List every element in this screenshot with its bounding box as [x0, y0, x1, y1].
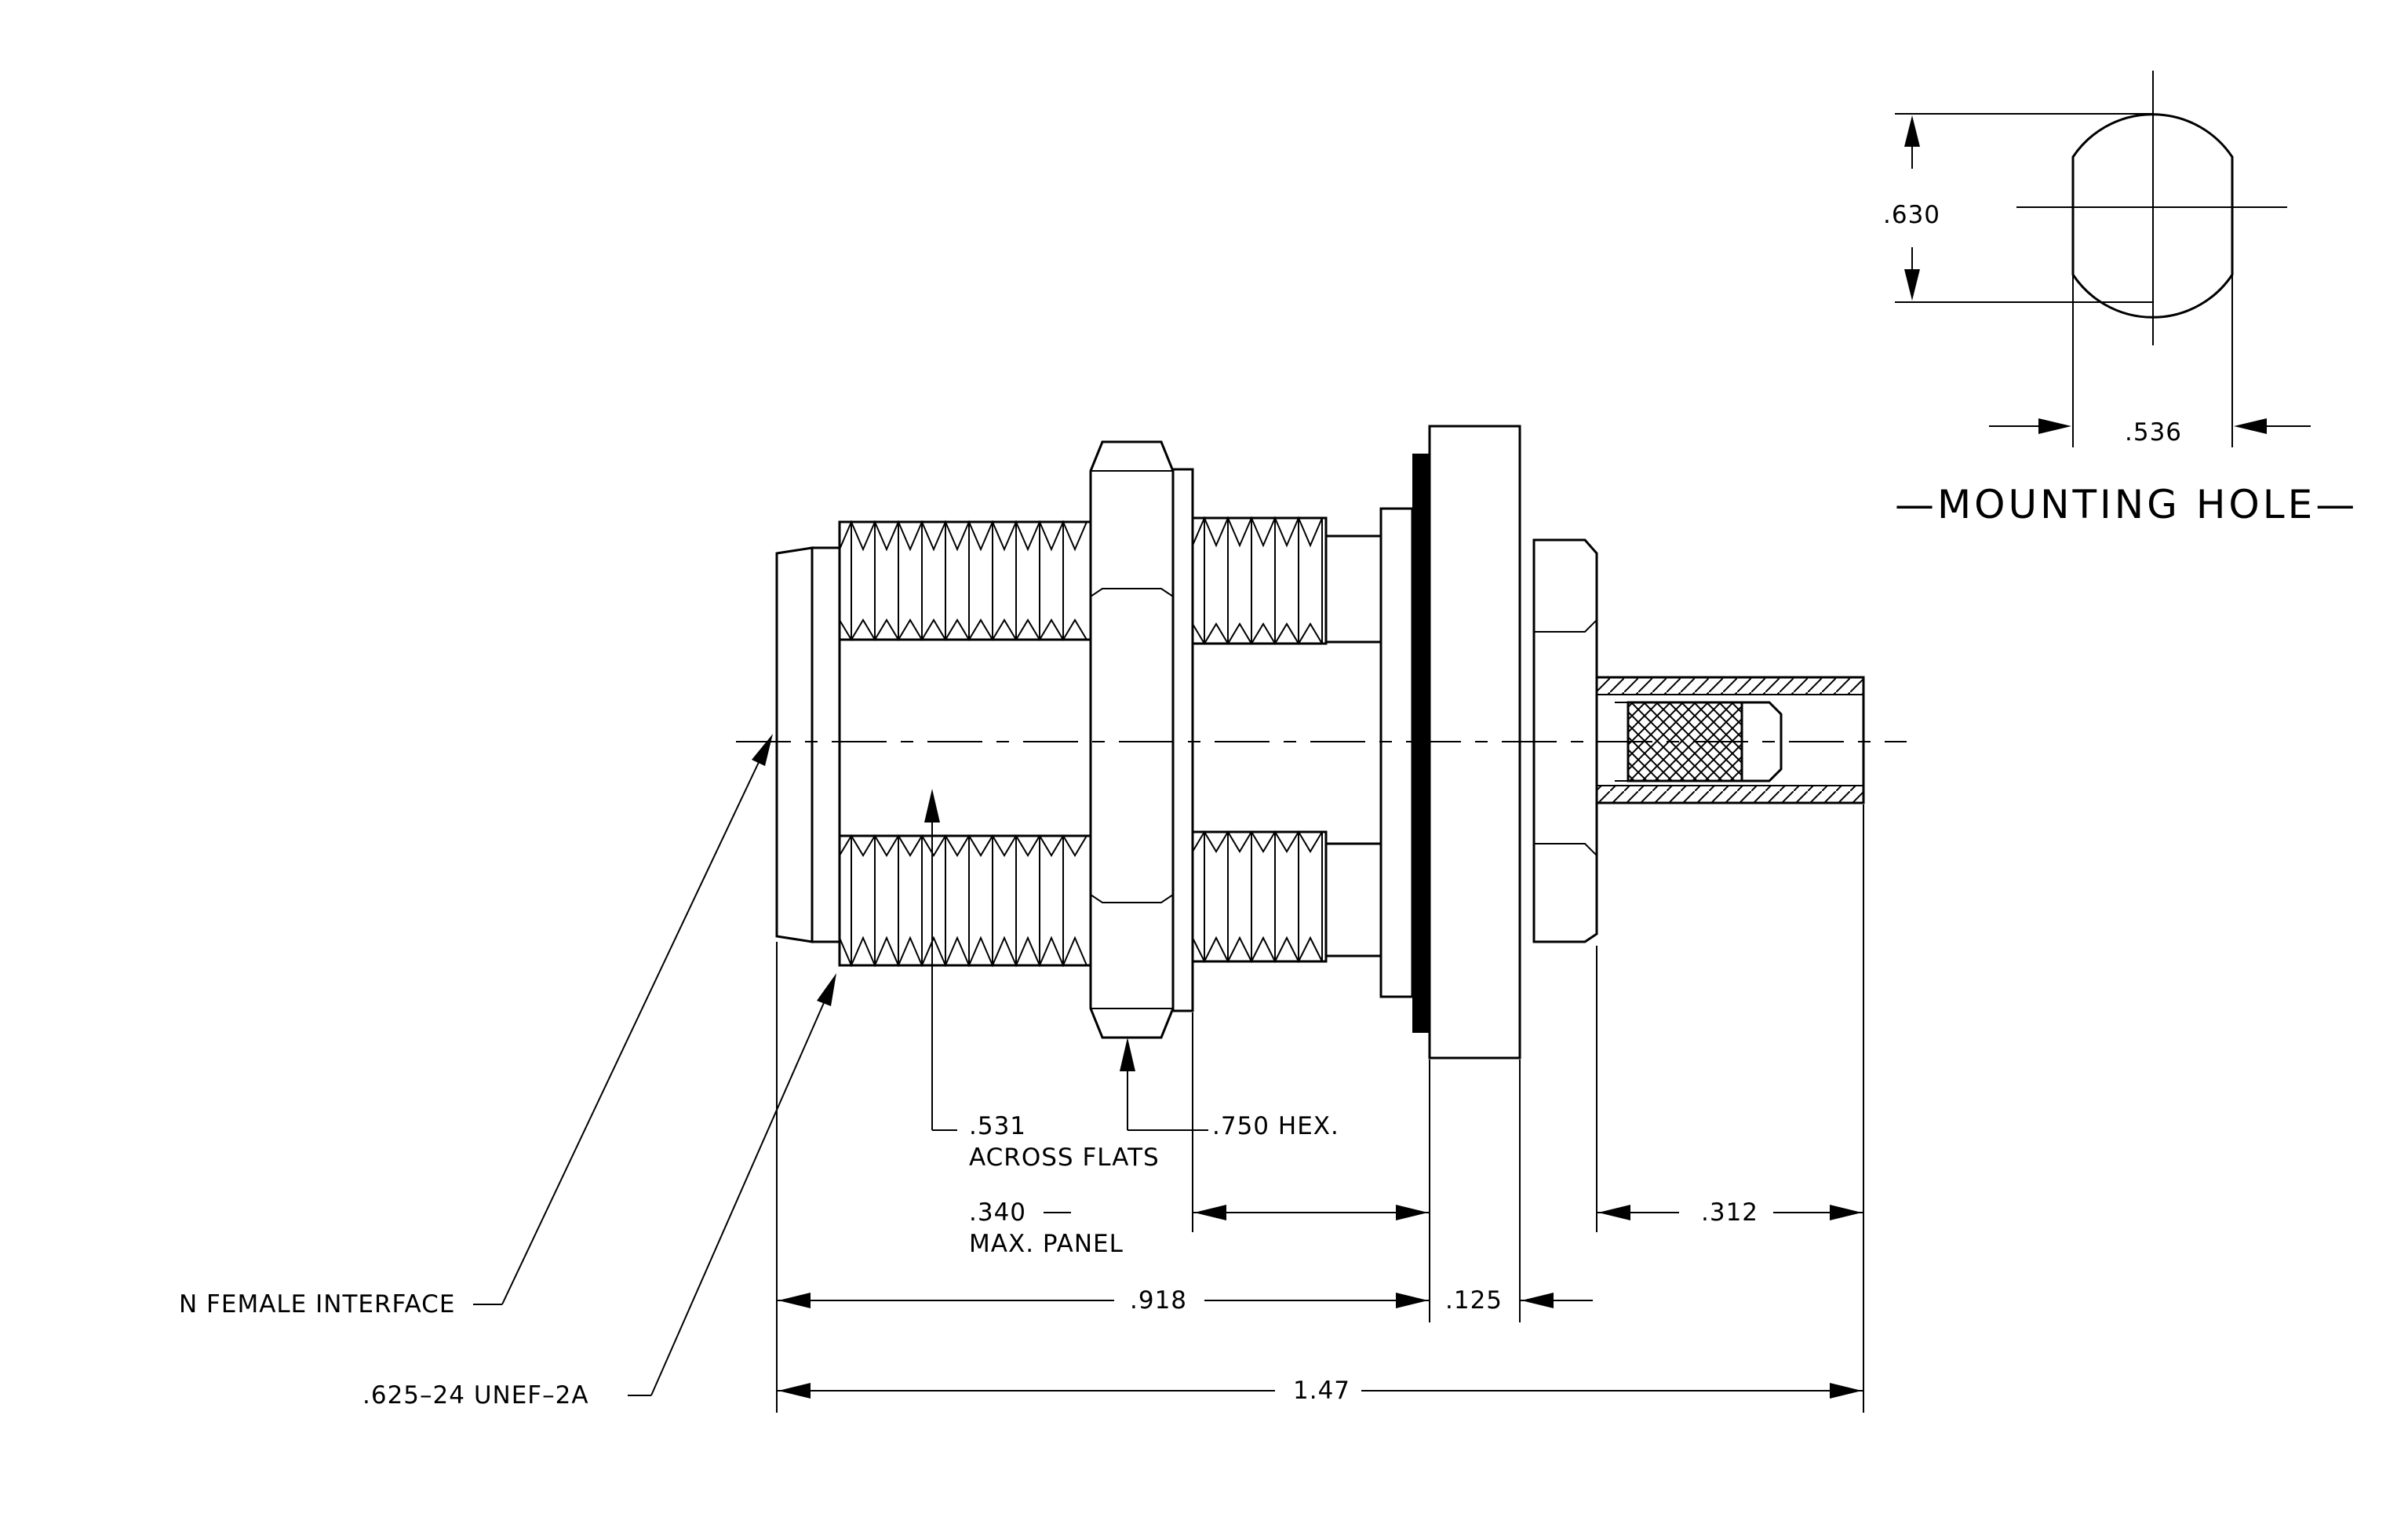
dim-125: .125	[1445, 1286, 1503, 1315]
arrow-icon	[752, 734, 773, 766]
interface-front-face	[775, 546, 814, 943]
lock-washer	[1171, 468, 1194, 1012]
max-panel-label: MAX. PANEL	[969, 1230, 1124, 1258]
callouts: .531 ACROSS FLATS .750 HEX. .340 MAX. PA…	[179, 734, 1339, 1410]
thread-callout: .625–24 UNEF–2A	[362, 1381, 589, 1410]
body-shoulder-lower	[1324, 842, 1383, 957]
across-flats-label: ACROSS FLATS	[969, 1143, 1160, 1172]
mounting-hole-width-dim: .536	[2125, 418, 2182, 447]
dim-147: 1.47	[1293, 1377, 1350, 1405]
rear-upper-thread	[1191, 516, 1328, 645]
rear-hex	[1532, 538, 1598, 943]
connector-side-view	[736, 425, 1907, 1060]
lower-thread	[838, 834, 1092, 968]
mounting-hole-view: .630 .536 —MOUNTING HOLE—	[1883, 71, 2358, 527]
dim-918: .918	[1130, 1286, 1187, 1315]
dim-312: .312	[1701, 1198, 1758, 1227]
arrow-left-icon	[2234, 418, 2267, 434]
mounting-hole-height-dim: .630	[1883, 201, 1940, 229]
connector-body-front	[811, 546, 841, 943]
rear-lower-thread	[1191, 830, 1328, 964]
arrow-icon	[817, 973, 836, 1006]
interface-callout: N FEMALE INTERFACE	[179, 1290, 455, 1319]
hex-nut	[1089, 440, 1175, 1039]
arrow-up-icon	[1904, 115, 1920, 147]
dimensions: .312 .918 .125 1.47	[776, 804, 1864, 1413]
across-flats-value: .531	[969, 1112, 1026, 1140]
gasket	[1412, 454, 1430, 1033]
upper-thread	[838, 520, 1092, 641]
body-shoulder-upper	[1324, 534, 1383, 644]
arrow-right-icon	[2038, 418, 2071, 434]
arrow-up-icon	[924, 789, 940, 823]
mounting-hole-title: —MOUNTING HOLE—	[1895, 482, 2358, 527]
arrow-up-icon	[1120, 1038, 1135, 1071]
body-step	[1379, 507, 1414, 998]
arrow-down-icon	[1904, 269, 1920, 301]
hex-dim: .750 HEX.	[1212, 1112, 1339, 1140]
max-panel-value: .340	[969, 1198, 1026, 1227]
